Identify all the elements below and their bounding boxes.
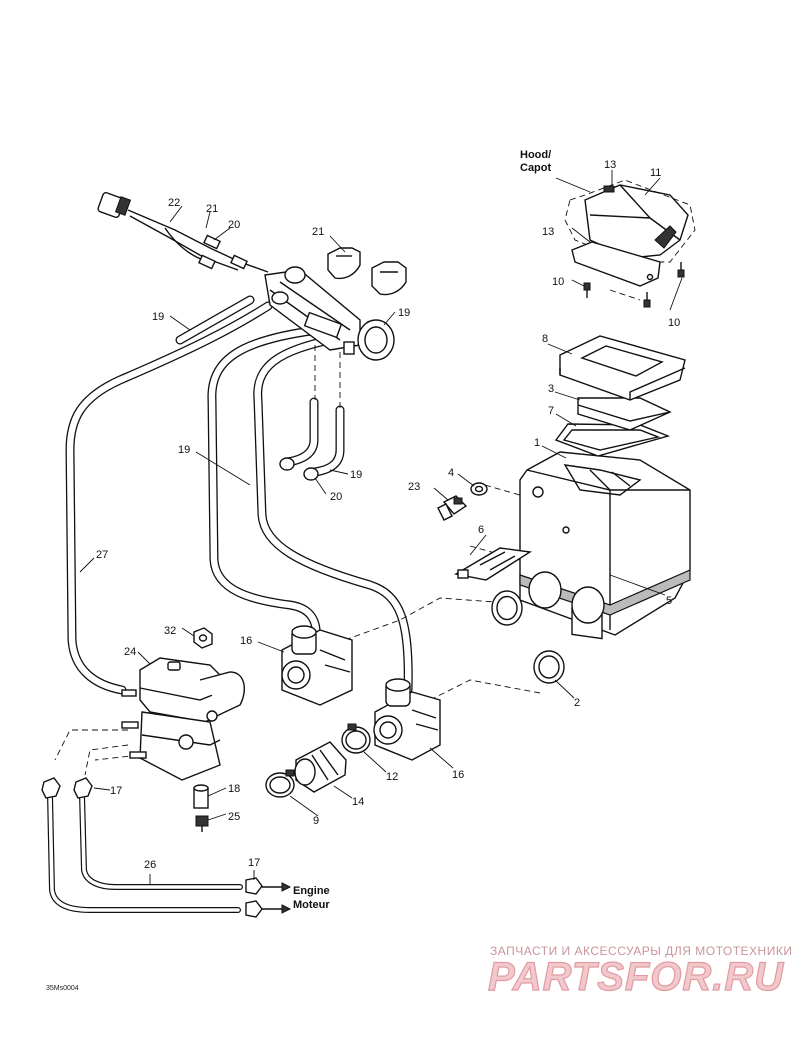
callout-25: 21 [206,203,218,215]
engine-label-fr: Moteur [293,899,330,911]
callout-28: 24 [124,646,136,658]
text-labels: Hood/ Capot Engine Moteur 35Ms0004 [46,149,552,992]
callout-23: 19 [398,307,410,319]
fuel-line-30 [47,792,243,913]
nut-32 [193,627,213,649]
filter-frame-8 [559,335,686,401]
hood-11 [564,179,696,263]
watermark: ЗАПЧАСТИ И АКСЕССУАРЫ ДЛЯ МОТОТЕХНИКИ PA… [487,944,792,1000]
callout-24: 20 [228,219,240,231]
callout-10-b: 10 [668,317,680,329]
callout-3: 3 [548,383,554,395]
callout-32: 32 [164,625,176,637]
screw-27 [437,495,468,521]
air-silencer-1 [519,451,691,640]
screws-10 [583,262,685,308]
callout-7: 7 [548,405,554,417]
callout-27: 23 [408,481,420,493]
clamp-12 [341,723,371,754]
callout-19-a: 19 [152,311,164,323]
callout-16-a: 16 [240,635,252,647]
callout-20: 20 [330,491,342,503]
figure-code: 35Ms0004 [46,985,79,992]
callout-14: 13 [604,159,616,171]
fuel-rail-23 [264,266,395,361]
hose-31 [65,301,273,695]
callout-17-b: 17 [248,857,260,869]
screw-29 [195,815,209,832]
hose-22-a [207,325,323,645]
callout-12: 12 [386,771,398,783]
watermark-logo: PARTSFOR.RU [488,955,784,999]
adapter-15 [294,741,347,793]
callout-22: 19 [178,444,190,456]
gasket-6 [454,547,532,581]
callouts: 8 3 7 1 6 5 2 13 11 13 10 10 19 19 19 20… [96,159,680,871]
fittings-17 [41,777,263,918]
callout-17-a: 17 [110,785,122,797]
caps-20 [279,457,319,481]
callout-15: 14 [352,796,364,808]
watermark-tagline: ЗАПЧАСТИ И АКСЕССУАРЫ ДЛЯ МОТОТЕХНИКИ [490,944,792,958]
spacer-18 [193,784,209,809]
callout-31: 27 [96,549,108,561]
callout-8: 8 [542,333,548,345]
nut-4 [470,482,488,496]
seal-7 [554,423,671,457]
callout-21: 21 [312,226,324,238]
callout-18: 18 [228,783,240,795]
engine-arrows [262,882,292,914]
engine-label-en: Engine [293,885,330,897]
hood-label-en: Hood/ [520,149,551,161]
callout-4: 4 [448,467,454,479]
hose-19-upper [175,295,255,345]
callout-9: 9 [313,815,319,827]
bracket-13 [571,241,661,287]
callout-2: 2 [574,697,580,709]
callout-6: 6 [478,524,484,536]
callout-30: 26 [144,859,156,871]
rings-2 [491,590,565,684]
callout-16-b: 16 [452,769,464,781]
hood-label-fr: Capot [520,162,552,174]
fuel-pump-28 [121,657,246,781]
carburetor-16-a [281,625,353,706]
leader-lines [79,170,683,884]
clamps-21 [327,247,407,296]
hose-22-b [253,333,413,695]
hose-19-lower [283,397,345,477]
clamp-9 [265,769,295,798]
carburetor-16-b [373,678,441,761]
callout-26: 22 [168,197,180,209]
wiring-harness-26 [97,191,269,273]
callout-19-b: 19 [350,469,362,481]
callout-29: 25 [228,811,240,823]
callout-5: 5 [666,595,672,607]
callout-11: 11 [650,167,661,179]
callout-10-a: 10 [552,276,564,288]
callout-1: 1 [534,437,540,449]
callout-13: 13 [542,226,554,238]
